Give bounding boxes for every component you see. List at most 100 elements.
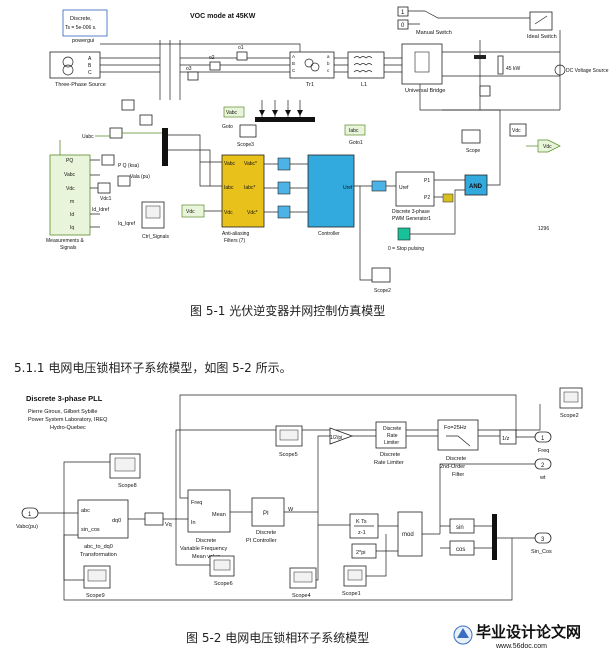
svg-text:0: 0 — [401, 23, 405, 29]
svg-text:Scope8: Scope8 — [118, 483, 137, 489]
svg-text:mod: mod — [402, 532, 414, 538]
measurements-block[interactable] — [49, 154, 91, 236]
figure-5-1: VOC mode at 45KW Discrete, Ts = 5e-006 s… — [46, 6, 609, 294]
pwm-generator[interactable] — [395, 171, 435, 207]
caption-5-1: 图 5-1 光伏逆变器并网控制仿真模型 — [190, 303, 385, 318]
scope[interactable] — [461, 129, 481, 144]
three-phase-source[interactable] — [49, 51, 101, 79]
svg-text:1296: 1296 — [538, 226, 549, 232]
powergui-label: powergui — [72, 38, 94, 44]
svg-text:P2: P2 — [424, 195, 430, 201]
mean-value-block[interactable] — [187, 489, 231, 533]
svg-text:Vala (pu): Vala (pu) — [130, 174, 150, 180]
svg-text:P1: P1 — [424, 178, 430, 184]
svg-text:Id_Idref: Id_Idref — [92, 207, 110, 213]
svg-text:Uref: Uref — [399, 185, 409, 191]
svg-text:Iabc: Iabc — [224, 185, 234, 191]
source-label: Three-Phase Source — [55, 82, 106, 88]
svg-text:Pierre Giroux, Gilbert Sybille: Pierre Giroux, Gilbert Sybille — [28, 409, 97, 415]
ideal-switch[interactable] — [529, 11, 553, 31]
svg-text:b: b — [327, 61, 330, 66]
svg-text:Discrete: Discrete — [256, 530, 276, 536]
svg-text:Scope4: Scope4 — [292, 593, 311, 599]
svg-text:Variable Frequency: Variable Frequency — [180, 546, 228, 552]
svg-text:Sin_Cos: Sin_Cos — [531, 549, 552, 555]
output-port-2[interactable] — [534, 458, 552, 470]
rate-limiter[interactable] — [375, 421, 407, 449]
svg-text:Iq_Iqref: Iq_Iqref — [118, 221, 136, 227]
manual-switch-label: Manual Switch — [416, 30, 452, 36]
svg-text:C: C — [88, 70, 92, 76]
const-1[interactable] — [397, 6, 409, 17]
svg-text:Freq: Freq — [538, 448, 549, 454]
universal-bridge[interactable] — [401, 43, 443, 85]
svg-text:o2: o2 — [209, 55, 215, 61]
svg-text:2*pi: 2*pi — [356, 550, 365, 556]
svg-text:3: 3 — [541, 537, 545, 543]
dc-voltage-source[interactable] — [554, 64, 566, 76]
svg-text:abc: abc — [81, 508, 90, 514]
svg-text:Scope9: Scope9 — [86, 593, 105, 599]
svg-text:Filter: Filter — [452, 472, 464, 478]
svg-text:Vdc: Vdc — [66, 186, 75, 192]
const-0[interactable] — [397, 19, 409, 30]
scope2[interactable] — [371, 267, 391, 283]
svg-text:Scope6: Scope6 — [214, 581, 233, 587]
svg-text:Vdc: Vdc — [224, 210, 233, 216]
l1-label: L1 — [361, 82, 367, 88]
svg-text:1/2/pi: 1/2/pi — [330, 435, 342, 441]
svg-text:Signals: Signals — [60, 245, 77, 251]
svg-text:cos: cos — [456, 547, 465, 553]
svg-text:Discrete: Discrete — [196, 538, 216, 544]
svg-text:2: 2 — [541, 463, 545, 469]
watermark-url: www.56doc.com — [495, 643, 547, 650]
powergui-mode: Discrete, — [70, 16, 92, 22]
svg-text:PI Controller: PI Controller — [246, 538, 277, 544]
transformer-tr1[interactable] — [289, 51, 335, 79]
powergui-block[interactable] — [62, 9, 108, 37]
second-order-filter[interactable] — [437, 419, 479, 451]
anti-aliasing-filters[interactable] — [221, 154, 265, 228]
svg-text:C: C — [292, 68, 296, 73]
svg-text:Filters (7): Filters (7) — [224, 238, 245, 244]
scope3[interactable] — [239, 124, 257, 138]
svg-text:Vabc: Vabc — [64, 172, 76, 178]
svg-text:Power System Laboratory, IREQ: Power System Laboratory, IREQ — [28, 417, 108, 423]
svg-text:A: A — [88, 56, 92, 62]
output-port-1[interactable] — [534, 431, 552, 443]
svg-text:Vabc: Vabc — [226, 110, 238, 116]
svg-text:a: a — [327, 54, 330, 59]
svg-text:Limiter: Limiter — [384, 440, 399, 446]
controller-block[interactable] — [307, 154, 355, 228]
output-port-3[interactable] — [534, 532, 552, 544]
svg-text:Measurements &: Measurements & — [46, 238, 84, 244]
gain-block[interactable] — [329, 427, 354, 445]
tr1-label: Tr1 — [306, 82, 314, 88]
svg-text:dq0: dq0 — [112, 518, 121, 524]
svg-text:Iabc*: Iabc* — [244, 185, 255, 191]
svg-text:Discrete 3-phase: Discrete 3-phase — [392, 209, 430, 215]
svg-text:Discrete: Discrete — [383, 426, 402, 432]
fig2-title: Discrete 3-phase PLL — [26, 394, 103, 403]
svg-text:Vq: Vq — [165, 522, 172, 528]
svg-text:B: B — [88, 63, 92, 69]
caption-5-2: 图 5-2 电网电压锁相环子系统模型 — [186, 630, 369, 645]
svg-text:2nd-Order: 2nd-Order — [440, 464, 465, 470]
abc-to-dq0-block[interactable] — [77, 499, 129, 539]
svg-text:Fo=25Hz: Fo=25Hz — [444, 425, 467, 431]
svg-text:Vdc1: Vdc1 — [100, 196, 112, 202]
svg-text:Mean value: Mean value — [192, 554, 220, 560]
svg-text:PQ: PQ — [66, 158, 73, 164]
mod-block[interactable] — [397, 511, 423, 557]
svg-text:Transformation: Transformation — [80, 552, 117, 558]
kw-label: 45 kW — [506, 66, 520, 72]
svg-text:1: 1 — [28, 512, 32, 518]
svg-text:P Q (ksa): P Q (ksa) — [118, 163, 139, 169]
powergui-ts: Ts = 5e-006 s. — [65, 25, 97, 31]
svg-text:m: m — [70, 199, 74, 205]
watermark-logo: 毕业设计论文网 www.56doc.com — [453, 623, 581, 650]
svg-text:Controller: Controller — [318, 231, 340, 237]
pi-controller[interactable] — [251, 497, 285, 527]
